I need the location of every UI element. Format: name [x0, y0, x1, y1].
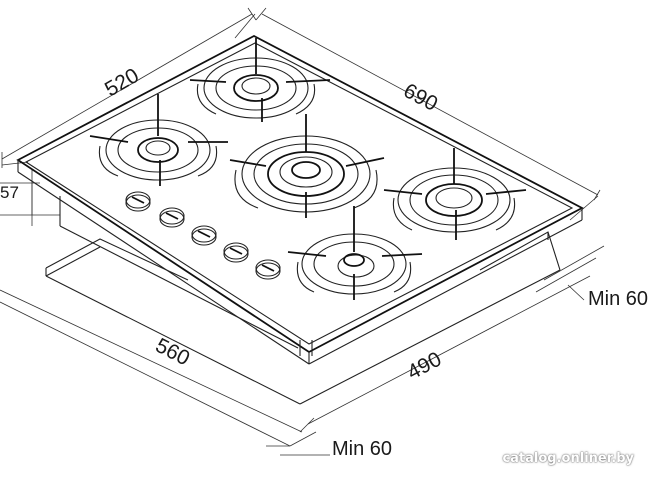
cutout-outline [45, 231, 561, 405]
dimension-57: 57 [0, 170, 60, 226]
burner-left [89, 94, 228, 186]
control-knobs [125, 191, 281, 280]
knob-1[interactable] [125, 191, 151, 212]
dimension-690-label: 690 [400, 79, 442, 116]
clearance-right: Min 60 [535, 245, 648, 310]
dimension-490: 490 [299, 275, 591, 433]
knob-3[interactable] [191, 225, 217, 246]
clearance-right-label: Min 60 [588, 288, 648, 310]
dimension-560-label: 560 [152, 334, 194, 370]
clearance-front: Min 60 [266, 431, 392, 460]
burner-right [383, 148, 527, 240]
dimension-490-label: 490 [404, 348, 446, 385]
burner-rear-left [189, 38, 331, 122]
dimension-57-label: 57 [0, 183, 19, 202]
dimension-520-label: 520 [101, 64, 143, 101]
dimension-690: 690 [255, 7, 601, 221]
burner-center-wok [229, 114, 385, 218]
knob-5[interactable] [255, 259, 281, 280]
knob-2[interactable] [159, 207, 185, 228]
burner-front [287, 206, 423, 300]
dimension-560: 560 [0, 289, 303, 447]
watermark: catalog.onliner.by [502, 451, 634, 466]
clearance-front-label: Min 60 [332, 438, 392, 460]
knob-4[interactable] [223, 242, 249, 263]
dimension-520: 520 [1, 7, 257, 168]
